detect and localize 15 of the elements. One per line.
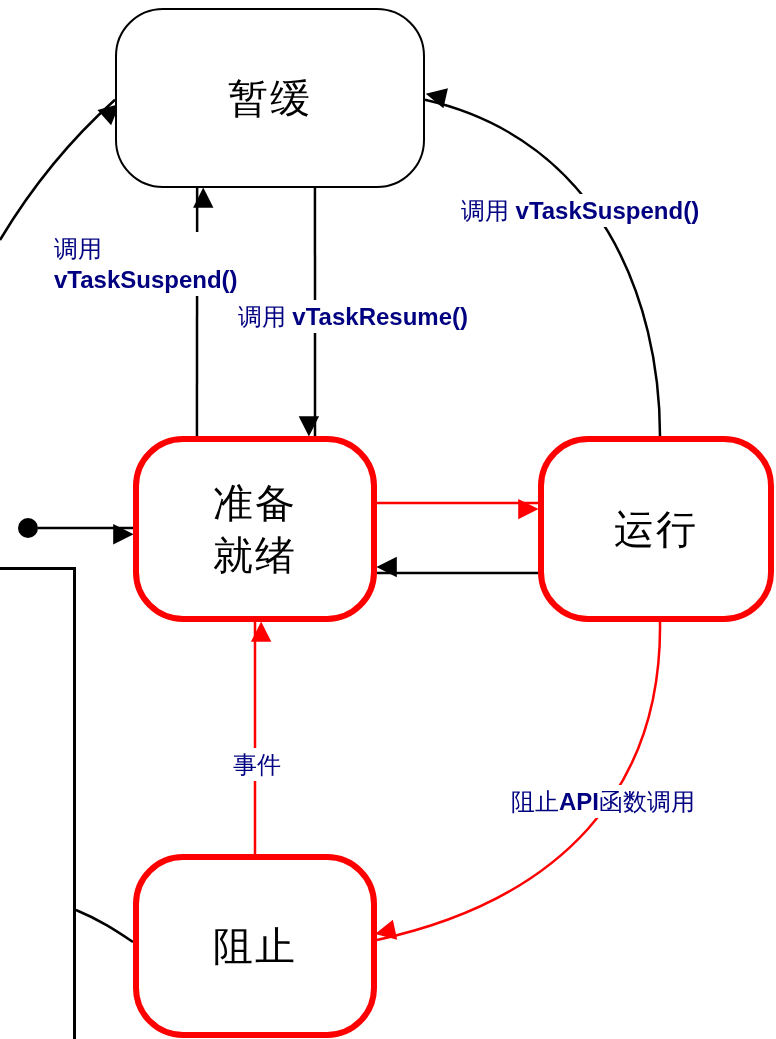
state-box <box>133 854 377 1038</box>
state-label: 阻止 <box>212 922 298 971</box>
start-dot <box>18 518 38 538</box>
state-box <box>133 436 377 622</box>
edge-label: 调用 vTaskSuspend() <box>458 194 702 228</box>
arrow <box>424 89 662 437</box>
state-label: 暂缓 <box>227 74 313 123</box>
state-label: 准备就绪 <box>212 479 298 580</box>
arrow <box>377 498 539 520</box>
state-box <box>538 436 774 622</box>
state-box <box>115 8 425 188</box>
state-box <box>0 567 76 1039</box>
state-label: 运行 <box>613 505 699 554</box>
arrow <box>38 524 134 545</box>
arrow <box>376 556 538 578</box>
